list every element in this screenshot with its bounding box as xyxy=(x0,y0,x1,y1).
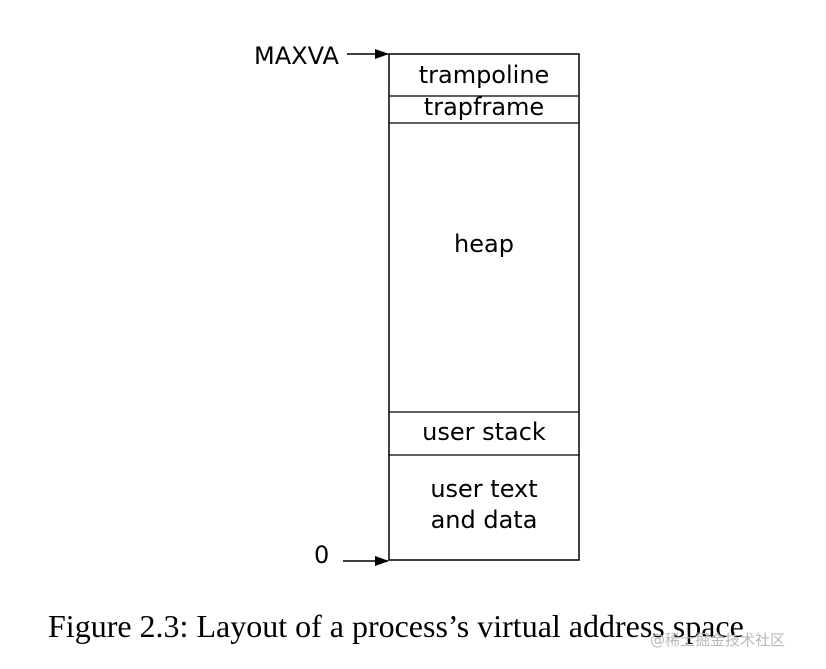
segment-trampoline: trampoline xyxy=(418,60,550,89)
watermark: @稀土掘金技术社区 xyxy=(650,631,786,649)
segment-user-stack: user stack xyxy=(422,418,546,446)
zero-label: 0 xyxy=(314,541,330,569)
address-space-box xyxy=(388,53,580,561)
figure-caption: Figure 2.3: Layout of a process’s virtua… xyxy=(48,608,744,644)
segment-user-text-and-data: user text and data xyxy=(430,475,538,534)
segment-trapframe: trapframe xyxy=(423,93,545,121)
maxva-label: MAXVA xyxy=(254,42,339,70)
segment-heap: heap xyxy=(454,230,514,258)
